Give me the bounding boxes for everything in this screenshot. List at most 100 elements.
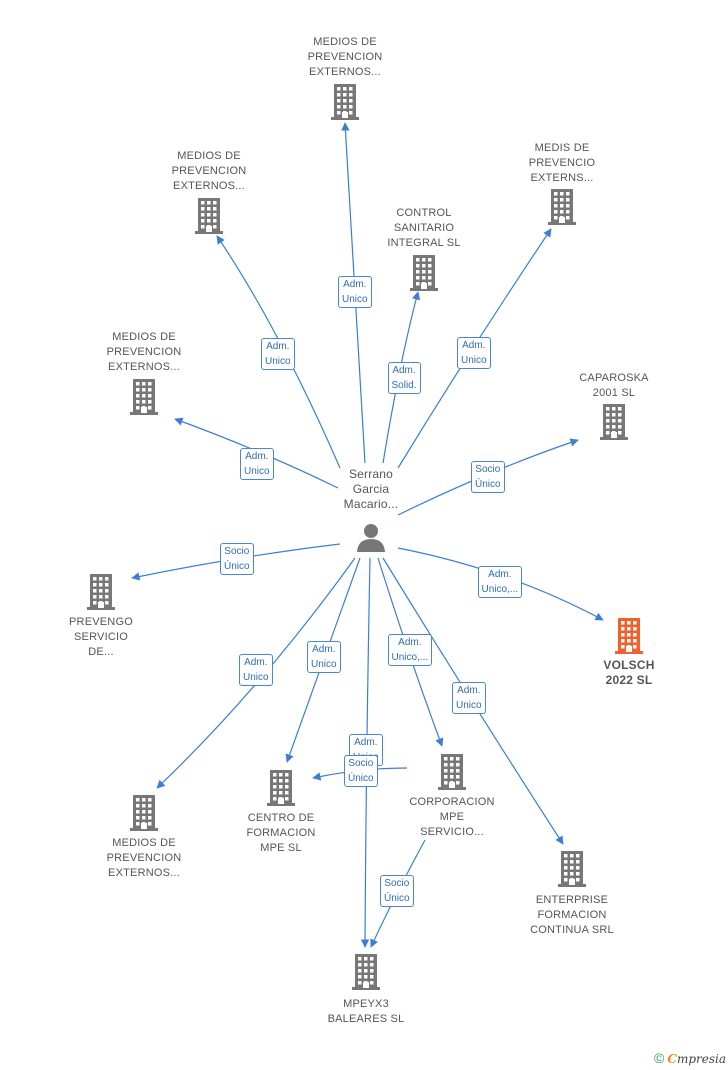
company-node-n11[interactable] bbox=[438, 754, 466, 795]
building-icon bbox=[331, 84, 359, 120]
label-line: BALEARES SL bbox=[327, 1013, 405, 1025]
label-line: MPE SL bbox=[260, 842, 302, 854]
label-line: PREVENCION bbox=[171, 165, 247, 177]
label-line: INTEGRAL SL bbox=[387, 237, 461, 249]
label-line: Serrano bbox=[348, 467, 394, 481]
label-line: EXTERNOS... bbox=[309, 66, 381, 78]
company-label-n10[interactable]: CENTRO DE FORMACION MPE SL bbox=[216, 811, 346, 856]
company-node-n2[interactable] bbox=[195, 198, 223, 239]
edge-label-line: Adm. bbox=[354, 737, 378, 748]
label-line: PREVENCION bbox=[106, 346, 182, 358]
edge-label-line: Único bbox=[384, 893, 410, 904]
copyright-symbol: © bbox=[654, 1050, 665, 1066]
company-node-n4[interactable] bbox=[548, 189, 576, 230]
building-icon bbox=[130, 379, 158, 415]
edge-label-e5[interactable]: Adm.Unico bbox=[240, 448, 274, 480]
label-line: EXTERNOS... bbox=[173, 180, 245, 192]
label-line: SERVICIO... bbox=[420, 826, 484, 838]
edge-label-line: Socio bbox=[384, 878, 410, 889]
label-line: PREVENCION bbox=[106, 852, 182, 864]
edge-label-line: Socio bbox=[348, 758, 374, 769]
edge-label-line: Adm. bbox=[312, 644, 336, 655]
company-node-n10[interactable] bbox=[267, 770, 295, 811]
company-label-n9[interactable]: MEDIOS DE PREVENCION EXTERNOS... bbox=[79, 836, 209, 881]
label-line: FORMACION bbox=[537, 909, 607, 921]
label-line: EXTERNOS... bbox=[108, 361, 180, 373]
company-node-n9[interactable] bbox=[130, 795, 158, 836]
building-icon bbox=[548, 189, 576, 225]
label-line: Macario... bbox=[343, 497, 399, 511]
label-line: CENTRO DE bbox=[247, 812, 315, 824]
edge-label-line: Único bbox=[475, 479, 501, 490]
edge-label-line: Adm. bbox=[244, 657, 268, 668]
label-line: MPE bbox=[439, 811, 465, 823]
label-line: MEDIOS DE bbox=[112, 331, 176, 343]
edge-label-e3[interactable]: Adm.Solid. bbox=[387, 362, 421, 394]
person-icon bbox=[357, 524, 385, 552]
label-line: PREVENCIO bbox=[528, 157, 596, 169]
company-node-n1[interactable] bbox=[331, 84, 359, 125]
company-node-n6[interactable] bbox=[600, 404, 628, 445]
label-line: Garcia bbox=[352, 482, 390, 496]
edge-label-e10[interactable]: Adm. Unico bbox=[307, 641, 341, 673]
company-label-n4[interactable]: MEDIS DE PREVENCIO EXTERNS... bbox=[497, 141, 627, 186]
label-line: ENTERPRISE bbox=[535, 894, 609, 906]
label-line: MEDIOS DE bbox=[112, 837, 176, 849]
building-icon bbox=[87, 574, 115, 610]
edge-label-line: Unico,... bbox=[391, 652, 429, 663]
edge-label-e8[interactable]: Adm.Unico,... bbox=[477, 566, 523, 598]
label-line: MEDIOS DE bbox=[313, 36, 377, 48]
edge-label-e4[interactable]: Adm.Unico bbox=[457, 337, 491, 369]
edge-label-line: Unico bbox=[244, 466, 270, 477]
label-line: MEDIS DE bbox=[534, 142, 590, 154]
building-icon bbox=[558, 851, 586, 887]
edge-label-e9[interactable]: Adm. Unico bbox=[239, 654, 273, 686]
label-line: MEDIOS DE bbox=[177, 150, 241, 162]
company-label-n11[interactable]: CORPORACION MPE SERVICIO... bbox=[387, 795, 517, 840]
building-icon bbox=[438, 754, 466, 790]
label-line: EXTERNS... bbox=[530, 172, 594, 184]
label-line: PREVENCION bbox=[307, 51, 383, 63]
building-icon bbox=[352, 954, 380, 990]
label-line: SERVICIO bbox=[74, 631, 128, 643]
person-node[interactable] bbox=[356, 522, 386, 557]
label-line: CORPORACION bbox=[409, 796, 495, 808]
label-line: PREVENGO bbox=[69, 616, 133, 628]
building-icon bbox=[600, 404, 628, 440]
label-line: 2022 SL bbox=[605, 673, 653, 687]
edge-label-line: Unico bbox=[265, 356, 291, 367]
label-line: FORMACION bbox=[246, 827, 316, 839]
label-line: SANITARIO bbox=[393, 222, 455, 234]
company-label-n2[interactable]: MEDIOS DE PREVENCION EXTERNOS... bbox=[144, 149, 274, 194]
label-line: CONTINUA SRL bbox=[530, 924, 614, 936]
label-line: EXTERNOS... bbox=[108, 867, 180, 879]
edge-label-e12[interactable]: Adm.Unico bbox=[452, 682, 486, 714]
company-node-n5[interactable] bbox=[130, 379, 158, 420]
edge-label-e11[interactable]: Adm.Unico,... bbox=[387, 634, 433, 666]
company-node-n7[interactable] bbox=[87, 574, 115, 615]
edge-label-line: Unico,... bbox=[481, 584, 519, 595]
company-node-n3[interactable] bbox=[410, 255, 438, 296]
company-label-n5[interactable]: MEDIOS DE PREVENCION EXTERNOS... bbox=[79, 330, 209, 375]
company-label-n1[interactable]: MEDIOS DE PREVENCION EXTERNOS... bbox=[280, 35, 410, 80]
edge-label-line: Adm. bbox=[462, 340, 486, 351]
company-node-n8[interactable] bbox=[615, 618, 643, 659]
company-label-n12[interactable]: ENTERPRISE FORMACION CONTINUA SRL bbox=[507, 893, 637, 938]
company-node-n13[interactable] bbox=[352, 954, 380, 995]
brand-logo[interactable]: Cmpresia bbox=[667, 1052, 726, 1066]
edge-label-e2[interactable]: Adm.Unico bbox=[261, 338, 295, 370]
edge-label-line: Unico bbox=[243, 672, 269, 683]
edge-label-line: Unico bbox=[311, 659, 337, 670]
company-node-n12[interactable] bbox=[558, 851, 586, 892]
edge-label-e1[interactable]: Adm.Unico bbox=[338, 276, 372, 308]
